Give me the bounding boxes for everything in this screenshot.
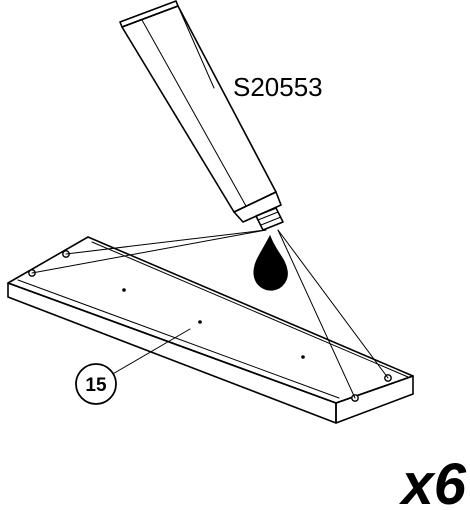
glue-guide-lines bbox=[31, 229, 389, 399]
pilot-dot-3 bbox=[301, 355, 305, 359]
quantity-label: x6 bbox=[398, 452, 466, 510]
pilot-dot-2 bbox=[198, 320, 202, 324]
board bbox=[7, 236, 414, 424]
pilot-dot-1 bbox=[122, 288, 126, 292]
callout-number: 15 bbox=[85, 375, 107, 396]
glue-drop bbox=[253, 234, 288, 291]
glue-tube bbox=[119, 0, 284, 231]
glue-part-number: S20553 bbox=[233, 72, 323, 102]
callout-balloon bbox=[75, 363, 117, 405]
part-callout: 15 bbox=[75, 328, 191, 405]
